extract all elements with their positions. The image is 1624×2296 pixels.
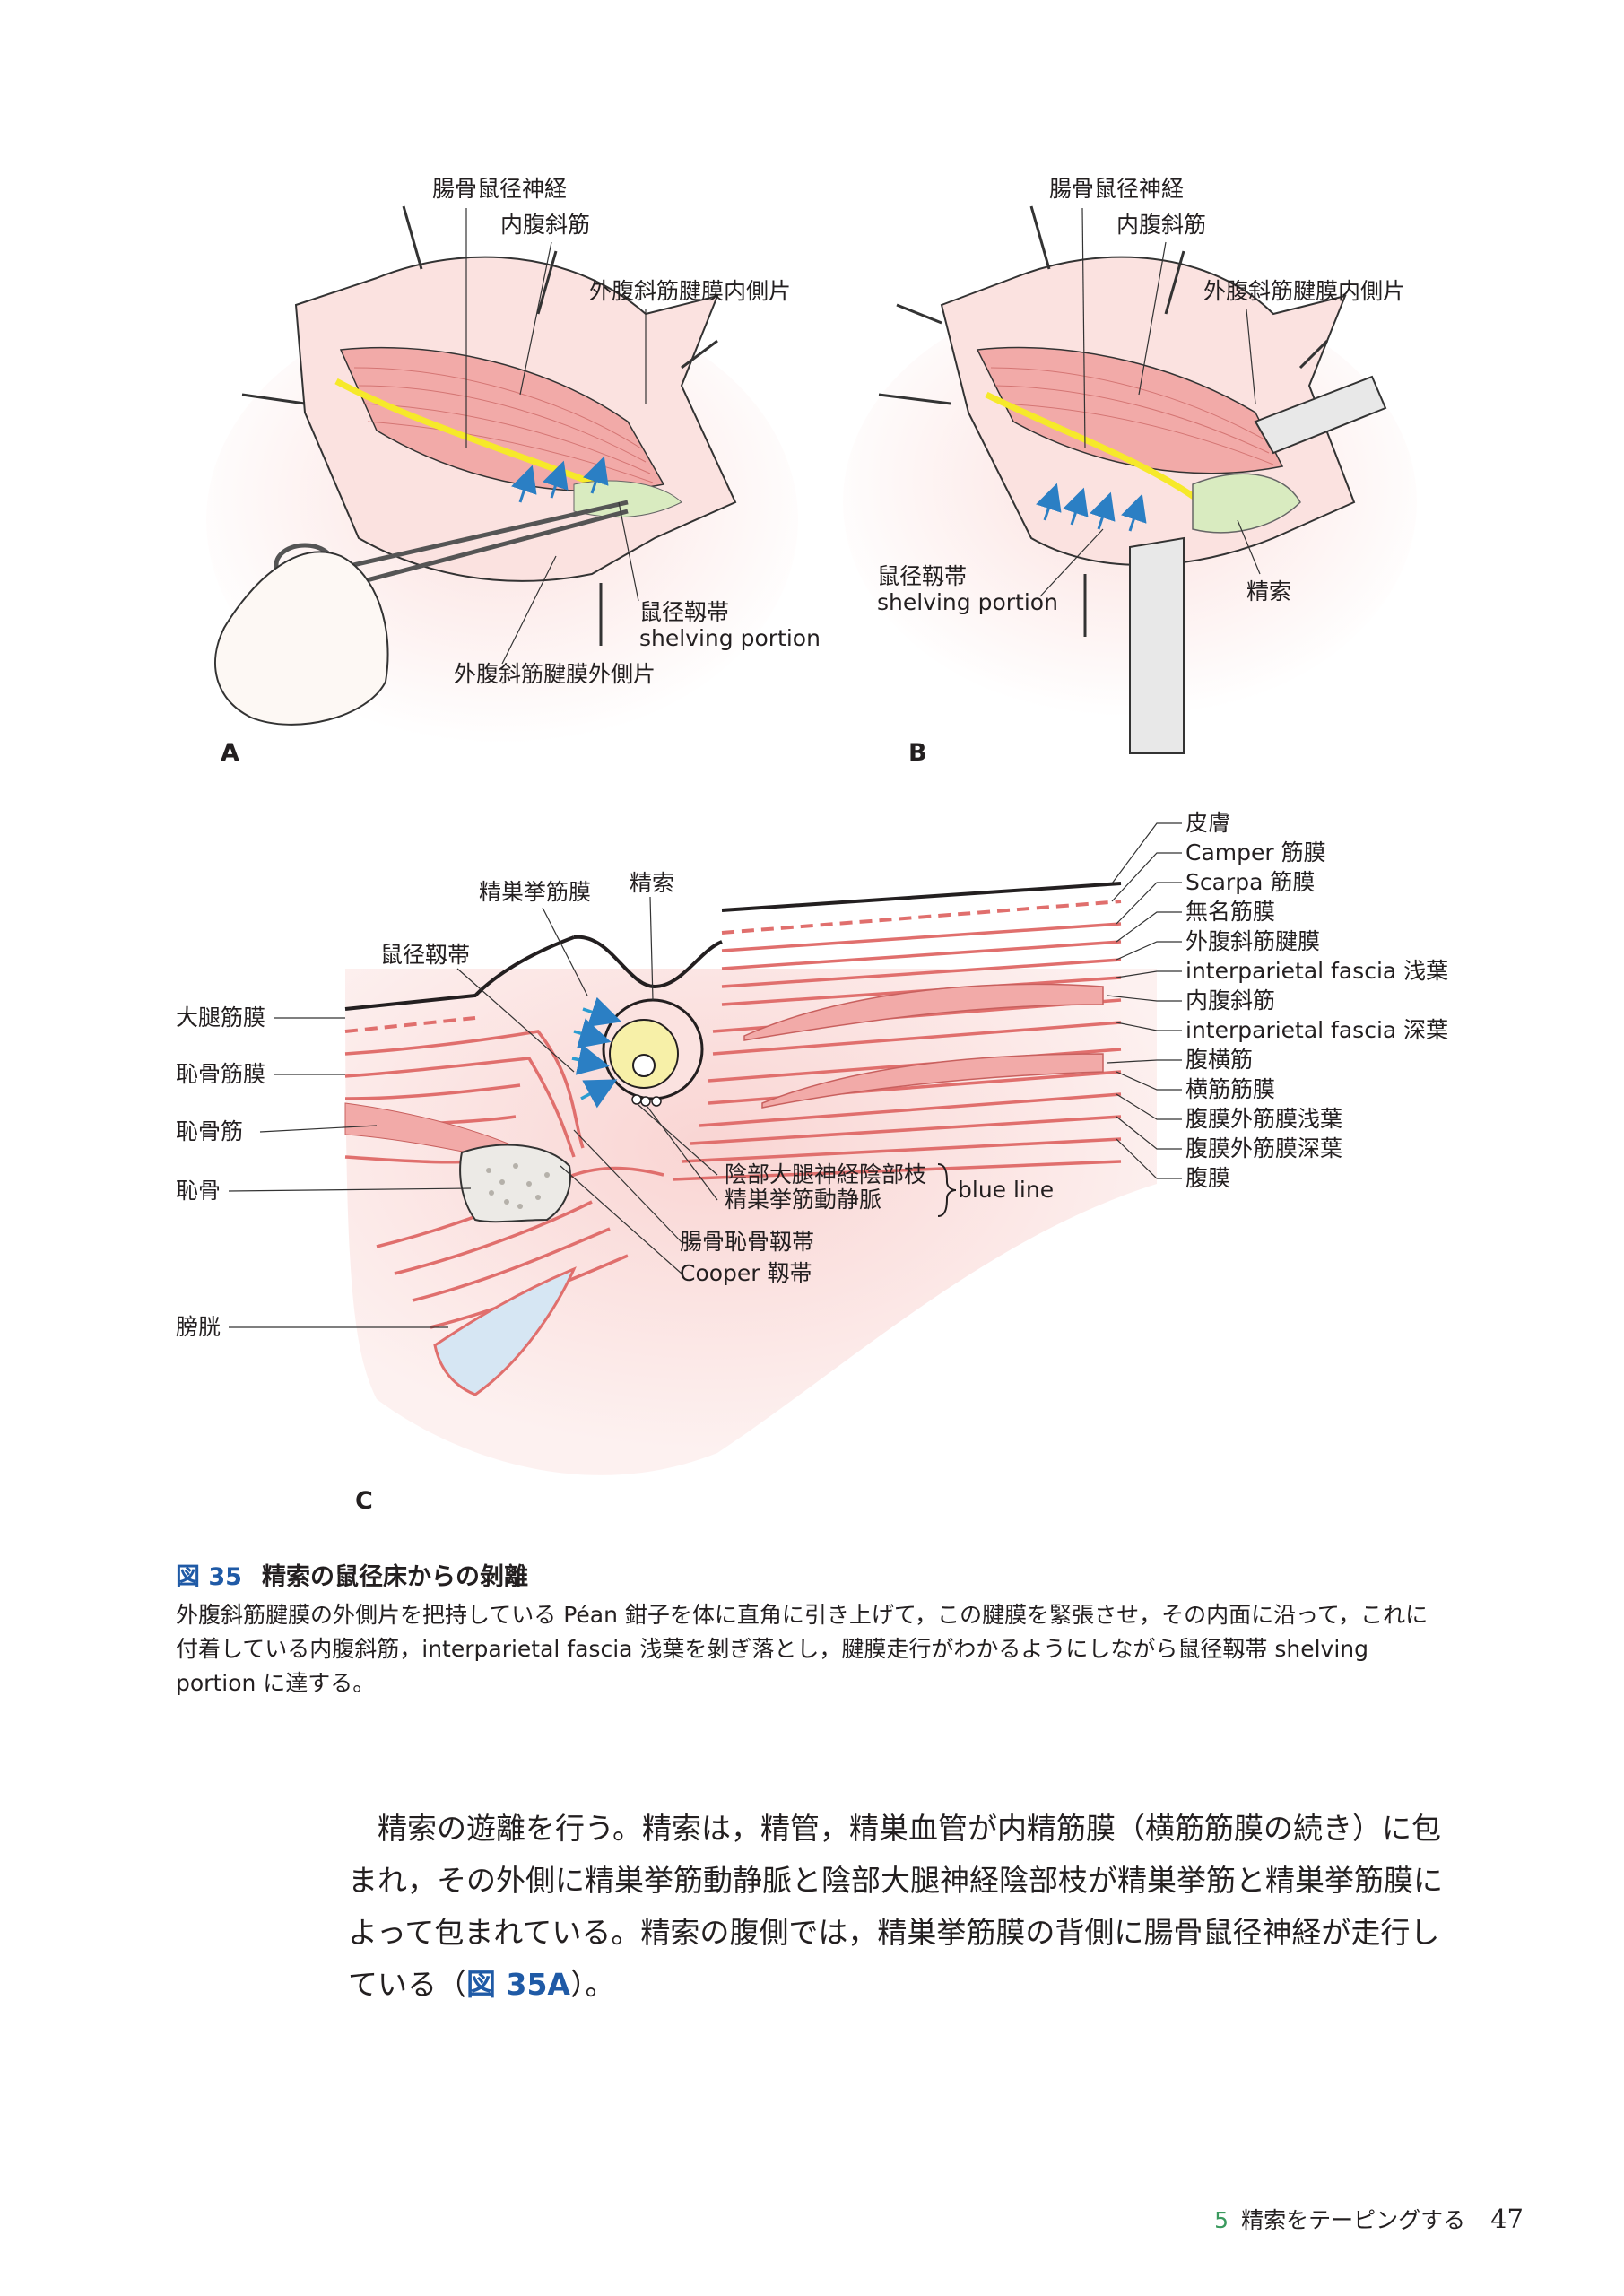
panel-c-background [345, 969, 1157, 1475]
panel-a-arrow [511, 465, 537, 503]
panel-c-vessels [631, 1094, 662, 1107]
figure-35-illustration [206, 205, 1417, 1475]
panel-c-pubic-bone [459, 1144, 571, 1223]
panel-b-label-spermatic-cord: 精索 [1246, 578, 1292, 604]
panel-c-label-bladder: 膀胱 [176, 1314, 221, 1340]
chapter-title: 精索をテーピングする [1241, 2207, 1466, 2233]
panel-a-illustration [206, 205, 798, 744]
panel-c-vas [632, 1054, 656, 1077]
panel-c-arrow [580, 1079, 618, 1109]
panel-b-clamp [1029, 205, 1051, 270]
panel-c-label-cremasteric-fascia: 精巣挙筋膜 [479, 879, 592, 905]
panel-c-bladder [433, 1266, 577, 1396]
chapter-number: 5 [1214, 2207, 1229, 2233]
panel-c-skin-right [721, 882, 1122, 912]
figure-caption-title: 図 35 精索の鼠径床からの剝離 [176, 1557, 528, 1592]
panel-c-label-pectineal-fascia: 恥骨筋膜 [176, 1061, 266, 1087]
panel-c-label-preperitoneal-superficial: 腹膜外筋膜浅葉 [1185, 1106, 1343, 1132]
panel-c-label-pectineus: 恥骨筋 [176, 1118, 244, 1144]
panel-c-internal-oblique [743, 983, 1104, 1041]
panel-a-pean-forceps [313, 500, 629, 595]
panel-a-clamp [681, 339, 718, 370]
panel-a-arrow [543, 460, 569, 499]
panel-c-label-skin: 皮膚 [1185, 810, 1231, 836]
panel-a-clamp [402, 205, 423, 270]
panel-c-dashed-left [344, 1016, 476, 1033]
panel-b-clamp [878, 393, 951, 405]
panel-b-ilioinguinal-nerve [985, 391, 1204, 505]
panel-c-arrow [582, 996, 622, 1027]
panel-c-label-preperitoneal-deep: 腹膜外筋膜深葉 [1185, 1135, 1343, 1161]
panel-b-letter: B [908, 739, 927, 767]
panel-c-label-scarpa: Scarpa 筋膜 [1185, 869, 1316, 895]
panel-c-blue-line-brace [937, 1163, 957, 1217]
panel-b-arrow [1090, 491, 1116, 530]
panel-c-label-pubis: 恥骨 [176, 1178, 221, 1204]
body-paragraph: 精索の遊離を行う。精索は，精管，精巣血管が内精筋膜（横筋筋膜の続き）に包まれ，そ… [348, 1803, 1453, 2011]
panel-b-clamp [896, 303, 942, 325]
panel-c-label-genital-branch: 陰部大腿神経陰部枝 [725, 1161, 927, 1187]
panel-c-label-interparietal-superficial: interparietal fascia 浅葉 [1185, 958, 1449, 984]
panel-b-arrow [1121, 493, 1147, 532]
panel-a-arrow [583, 456, 609, 494]
page-number: 47 [1490, 2204, 1524, 2234]
panel-c-label-internal-oblique: 内腹斜筋 [1185, 987, 1276, 1013]
panel-c-label-blue-line: blue line [958, 1177, 1055, 1203]
figure-caption-body: 外腹斜筋腱膜の外側片を把持している Péan 鉗子を体に直角に引き上げて，この腱… [176, 1602, 1429, 1696]
panel-c-label-cremasteric-vessels: 精巣挙筋動静脈 [725, 1187, 882, 1213]
panel-c-label-cooper: Cooper 靱帯 [680, 1260, 812, 1286]
panel-a-label-shelving-ja: 鼠径靱帯 [639, 599, 730, 625]
panel-b-arrow [1063, 487, 1089, 526]
panel-c-label-transversus: 腹横筋 [1185, 1047, 1254, 1073]
panel-c-label-spermatic-cord: 精索 [630, 870, 675, 896]
panel-a-label-eoa-lateral: 外腹斜筋腱膜外側片 [454, 661, 656, 687]
panel-c-letter: C [355, 1487, 373, 1515]
panel-c-label-iliopubic-tract: 腸骨恥骨靱帯 [680, 1229, 815, 1255]
body-text-main: 精索の遊離を行う。精索は，精管，精巣血管が内精筋膜（横筋筋膜の続き）に包まれ，そ… [348, 1811, 1443, 2002]
panel-b-label-eoa-medial: 外腹斜筋腱膜内側片 [1203, 278, 1406, 304]
panel-b-label-shelving-ja: 鼠径靱帯 [877, 563, 968, 589]
figure-number: 図 35 [176, 1563, 242, 1591]
panel-b-label-ilioinguinal-nerve: 腸骨鼠径神経 [1049, 176, 1185, 202]
panel-c-label-camper: Camper 筋膜 [1185, 839, 1326, 865]
panel-b-label-shelving-en: shelving portion [877, 589, 1058, 615]
panel-c-label-shelving: 鼠径靱帯 [380, 942, 471, 968]
panel-b-arrow [1036, 483, 1062, 521]
panel-a-label-shelving-en: shelving portion [639, 625, 821, 651]
panel-b-clamp [1298, 339, 1329, 370]
panel-b-clamp [1164, 250, 1185, 315]
panel-c-cord-bump [573, 935, 723, 989]
panel-a-internal-oblique [339, 346, 665, 492]
panel-b-illustration [843, 205, 1417, 754]
panel-c-illustration [228, 822, 1182, 1475]
panel-c-label-peritoneum: 腹膜 [1185, 1165, 1231, 1191]
body-text-end: ）。 [569, 1967, 615, 2002]
panel-c-transversus [761, 1053, 1104, 1109]
panel-b-retractor-upper [1254, 375, 1387, 455]
panel-c-label-transversalis-fascia: 横筋筋膜 [1185, 1076, 1276, 1102]
panel-c-label-fascia-lata: 大腿筋膜 [176, 1004, 266, 1031]
panel-c-label-innominate: 無名筋膜 [1185, 899, 1276, 925]
page-footer: 5 精索をテーピングする 47 [1214, 2203, 1524, 2235]
panel-a-letter: A [221, 739, 239, 767]
figure-title: 精索の鼠径床からの剝離 [261, 1563, 528, 1591]
panel-c-camper-dashed [721, 900, 1122, 935]
panel-b-retractor [1129, 536, 1185, 754]
panel-c-arrow [573, 1018, 612, 1049]
figure-reference-link[interactable]: 図 35A [466, 1967, 570, 2002]
panel-a-label-ilioinguinal-nerve: 腸骨鼠径神経 [432, 176, 568, 202]
panel-b-label-internal-oblique: 内腹斜筋 [1116, 212, 1207, 238]
panel-a-hand [214, 551, 389, 726]
panel-a-clamp [536, 250, 558, 315]
panel-c-label-eoa: 外腹斜筋腱膜 [1185, 928, 1321, 954]
panel-a-label-internal-oblique: 内腹斜筋 [500, 212, 591, 238]
panel-b-spermatic-cord [1192, 473, 1301, 534]
panel-a-label-eoa-medial: 外腹斜筋腱膜内側片 [589, 278, 792, 304]
panel-a-clamp [241, 393, 306, 405]
panel-c-label-interparietal-deep: interparietal fascia 深葉 [1185, 1017, 1449, 1043]
panel-c-arrow [571, 1044, 610, 1075]
